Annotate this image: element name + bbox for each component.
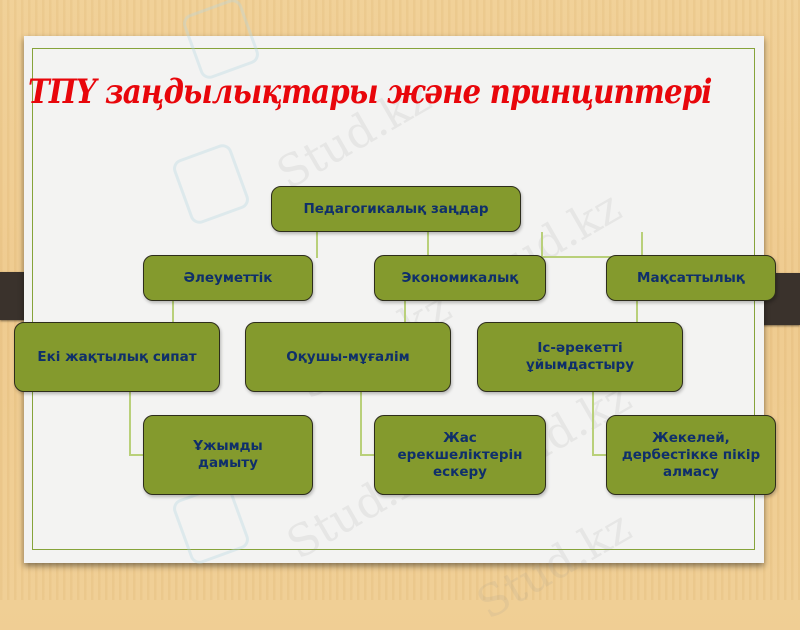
- node-level1-economic: Экономикалық: [374, 255, 546, 301]
- connector-line: [316, 232, 318, 258]
- node-label: Жекелей, дербестікке пікір алмасу: [621, 429, 761, 480]
- connector-line: [129, 454, 147, 456]
- connector-line: [360, 454, 378, 456]
- node-label: Мақсаттылық: [637, 269, 745, 286]
- node-root: Педагогикалық заңдар: [271, 186, 521, 232]
- node-label: Әлеуметтік: [183, 269, 273, 286]
- node-level2-student-teacher: Оқушы-мұғалім: [245, 322, 451, 392]
- node-level1-social: Әлеуметтік: [143, 255, 313, 301]
- connector-line: [360, 392, 362, 456]
- node-label: Оқушы-мұғалім: [286, 348, 410, 365]
- connector-line: [641, 232, 643, 258]
- connector-line: [592, 454, 610, 456]
- node-label: Іс-әрекетті ұйымдастыру: [525, 340, 634, 373]
- connector-line: [404, 300, 406, 324]
- node-label: Екі жақтылық сипат: [37, 348, 197, 365]
- connector-line: [129, 392, 131, 456]
- connector-line: [427, 232, 429, 258]
- connector-line: [592, 392, 594, 456]
- node-level2-dual-nature: Екі жақтылық сипат: [14, 322, 220, 392]
- connector-line: [172, 300, 174, 324]
- node-level3-individual-exchange: Жекелей, дербестікке пікір алмасу: [606, 415, 776, 495]
- node-label: Ұжымды дамыту: [193, 438, 263, 471]
- connector-line: [541, 256, 643, 258]
- node-label: Экономикалық: [401, 269, 519, 286]
- node-level3-age-features: Жас ерекшеліктерін ескеру: [374, 415, 546, 495]
- node-level2-organize-activity: Іс-әрекетті ұйымдастыру: [477, 322, 683, 392]
- connector-line: [541, 232, 543, 258]
- node-label: Жас ерекшеліктерін ескеру: [397, 429, 523, 480]
- connector-line: [636, 300, 638, 324]
- node-level3-team-development: Ұжымды дамыту: [143, 415, 313, 495]
- slide-title: ТПҮ заңдылықтары және принциптері: [28, 72, 712, 112]
- node-label: Педагогикалық заңдар: [303, 200, 489, 217]
- node-level1-purpose: Мақсаттылық: [606, 255, 776, 301]
